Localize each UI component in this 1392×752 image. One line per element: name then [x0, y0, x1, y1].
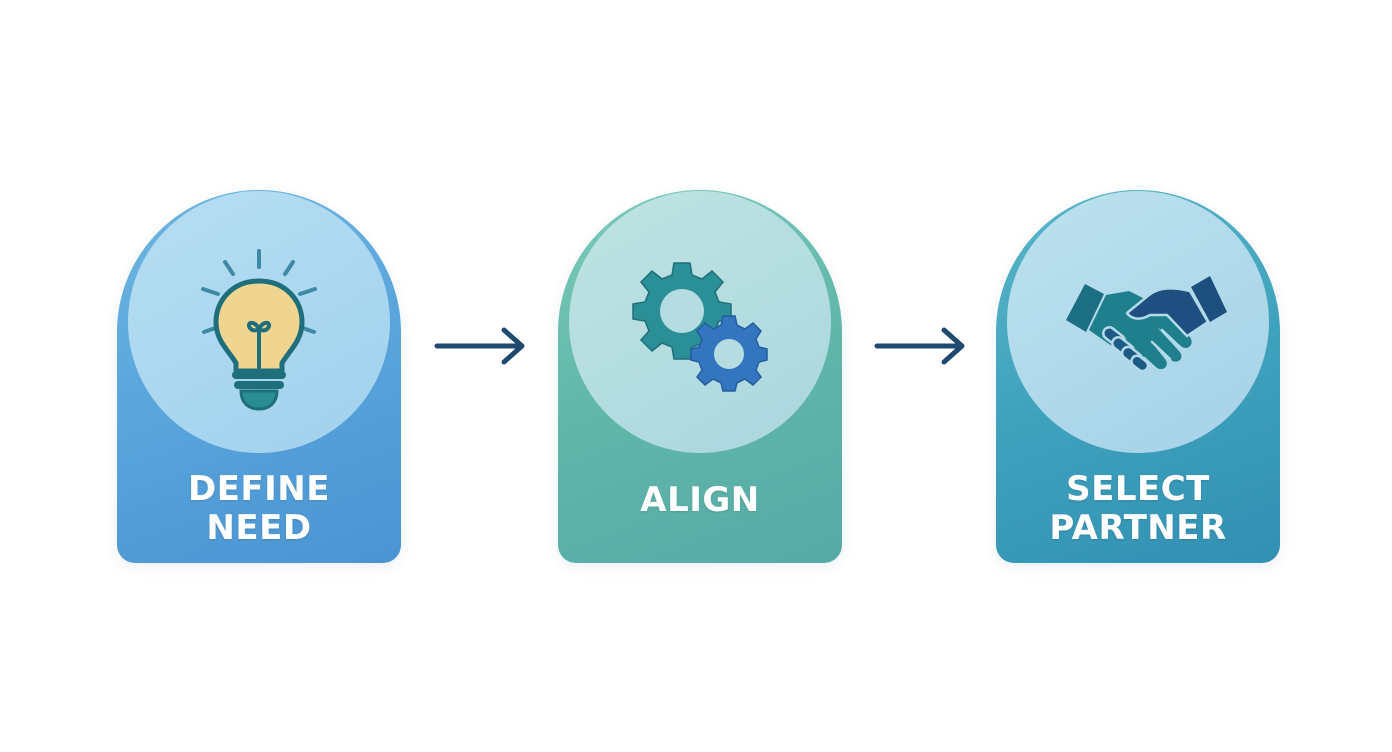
step-card-align: ALIGN	[558, 190, 842, 563]
arrow-right-icon	[434, 327, 525, 365]
lightbulb-icon	[201, 249, 317, 411]
handshake-icon	[1066, 276, 1227, 373]
step-label: SELECT PARTNER	[996, 470, 1280, 548]
step-label: DEFINE NEED	[117, 470, 401, 548]
arrow-right-icon	[874, 327, 965, 365]
icon-disc	[128, 191, 390, 453]
step-label-line: DEFINE	[187, 469, 330, 509]
step-label: ALIGN	[558, 481, 842, 520]
step-label-line: PARTNER	[1049, 508, 1227, 548]
icon-disc	[1007, 191, 1269, 453]
step-card-define-need: DEFINE NEED	[117, 190, 401, 563]
step-card-select-partner: SELECT PARTNER	[996, 190, 1280, 563]
step-label-line: NEED	[206, 508, 312, 548]
step-label-line: ALIGN	[640, 480, 760, 520]
icon-disc	[569, 191, 831, 453]
gears-icon	[632, 262, 768, 392]
step-label-line: SELECT	[1066, 469, 1210, 509]
